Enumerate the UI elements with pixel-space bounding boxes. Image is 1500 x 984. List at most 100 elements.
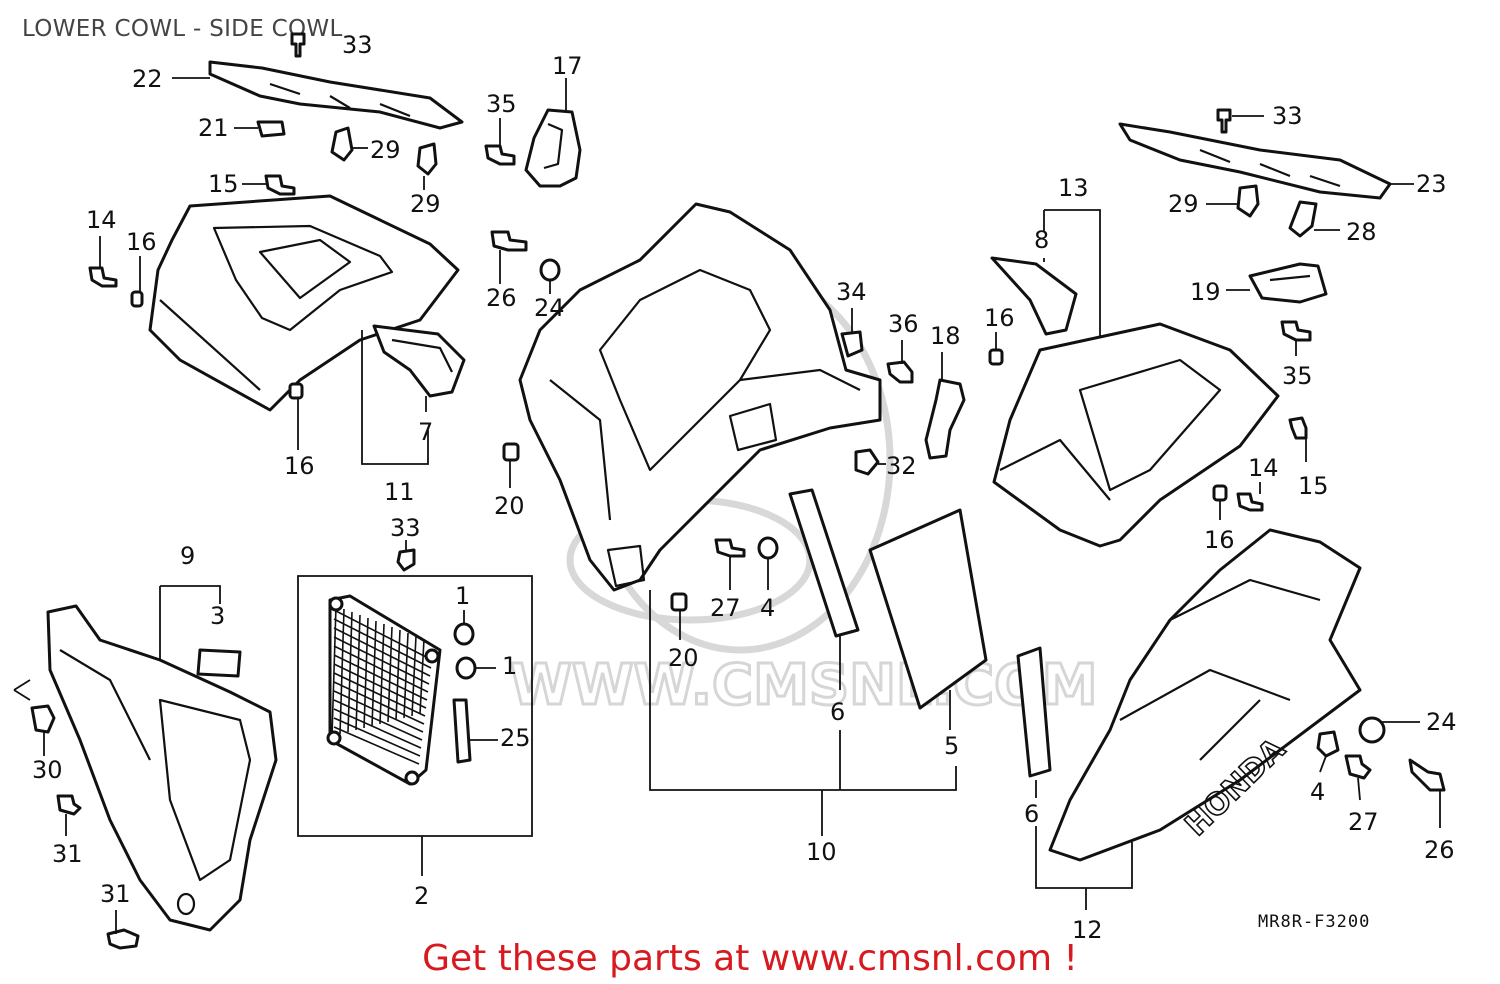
part-19-bracket[interactable] [1248, 262, 1328, 304]
callout-c53: 6 [1024, 800, 1039, 828]
grommet-1-a[interactable] [453, 622, 475, 646]
clip-32[interactable] [854, 448, 880, 476]
bolt-33-c[interactable] [396, 548, 416, 572]
nut-16-d[interactable] [1212, 484, 1228, 502]
callout-c6: 15 [208, 170, 239, 198]
part-8-duct[interactable] [990, 256, 1078, 336]
leader-lines [13, 77, 1441, 934]
bolt-33-b[interactable] [1216, 108, 1232, 134]
clip-21[interactable] [256, 120, 286, 138]
callout-c17: 33 [390, 514, 421, 542]
nut-20-b[interactable] [670, 592, 688, 612]
part-9-inner-cowl[interactable] [46, 604, 278, 932]
callout-c48: 16 [1204, 526, 1235, 554]
bolt-15-b[interactable] [1288, 416, 1308, 440]
callout-c27: 34 [836, 278, 867, 306]
part-6-strip-a[interactable] [788, 488, 860, 638]
callout-c35: 5 [944, 732, 959, 760]
callout-c5: 29 [410, 190, 441, 218]
callout-c46: 15 [1298, 472, 1329, 500]
callout-c12: 35 [486, 90, 517, 118]
nut-16-a[interactable] [130, 290, 144, 308]
callout-c40: 8 [1034, 226, 1049, 254]
callout-c4: 29 [370, 136, 401, 164]
diagram-code: MR8R-F3200 [1258, 912, 1371, 932]
part-10-lower-cowl[interactable] [518, 202, 882, 592]
callout-c25: 31 [52, 840, 83, 868]
callout-c52: 26 [1424, 836, 1455, 864]
clip-29-c[interactable] [1236, 184, 1260, 218]
callout-c39: 13 [1058, 174, 1089, 202]
callout-c30: 32 [886, 452, 917, 480]
grommet-4-b[interactable] [1316, 730, 1340, 758]
callout-c7: 14 [86, 206, 117, 234]
callout-c49: 24 [1426, 708, 1457, 736]
part-5-panel[interactable] [868, 508, 988, 710]
part-11-side-cowl[interactable] [148, 194, 460, 412]
callout-c38: 23 [1416, 170, 1447, 198]
callout-c15: 24 [534, 294, 565, 322]
part-6-strip-b[interactable] [1016, 646, 1052, 778]
callout-c34: 6 [830, 698, 845, 726]
callout-c31: 27 [710, 594, 741, 622]
bolt-27-b[interactable] [1344, 754, 1372, 780]
bolt-15-a[interactable] [264, 174, 296, 196]
callout-c36: 10 [806, 838, 837, 866]
screw-14-a[interactable] [88, 266, 118, 288]
bolt-27-a[interactable] [714, 538, 746, 558]
part-22-stay[interactable] [208, 60, 464, 130]
callout-c41: 29 [1168, 190, 1199, 218]
callout-c3: 21 [198, 114, 229, 142]
nut-16-c[interactable] [988, 348, 1004, 366]
part-23-stay[interactable] [1118, 122, 1392, 200]
nut-16-b[interactable] [288, 382, 304, 400]
watermark-text: WWW.CMSNL.COM [510, 653, 1097, 718]
callout-c45: 35 [1282, 362, 1313, 390]
part-17-bracket[interactable] [524, 108, 582, 188]
callout-c28: 36 [888, 310, 919, 338]
callout-c13: 17 [552, 52, 583, 80]
bolt-31-b[interactable] [106, 928, 140, 950]
callout-c16: 20 [494, 492, 525, 520]
bolt-36[interactable] [886, 360, 914, 384]
callout-c29: 18 [930, 322, 961, 350]
clip-28[interactable] [1288, 200, 1318, 238]
callout-c37: 33 [1272, 102, 1303, 130]
part-18-bracket[interactable] [924, 378, 966, 460]
callout-c2: 22 [132, 65, 163, 93]
callout-c9: 16 [284, 452, 315, 480]
callout-c51: 27 [1348, 808, 1379, 836]
grommet-4-a[interactable] [757, 536, 779, 560]
bolt-35-a[interactable] [484, 144, 516, 166]
part-7-duct[interactable] [372, 324, 466, 398]
part-2-mesh-grille[interactable] [326, 594, 442, 786]
shop-link-banner[interactable]: Get these parts at www.cmsnl.com ! [422, 938, 1078, 979]
grommet-24-a[interactable] [539, 258, 561, 282]
callout-c43: 19 [1190, 278, 1221, 306]
bolt-31-a[interactable] [56, 794, 82, 816]
grommet-1-b[interactable] [455, 656, 477, 680]
callout-c54: 12 [1072, 916, 1103, 944]
clip-29-a[interactable] [330, 126, 354, 162]
bolt-30[interactable] [30, 704, 56, 734]
page-title: LOWER COWL - SIDE COWL [22, 16, 343, 42]
callout-c20: 1 [455, 582, 470, 610]
bolt-26-a[interactable] [490, 230, 528, 252]
part-3-pad[interactable] [196, 648, 242, 678]
part-13-side-cowl[interactable] [992, 322, 1280, 548]
bolt-26-b[interactable] [1408, 758, 1446, 792]
callout-c44: 16 [984, 304, 1015, 332]
bolt-33-a[interactable] [290, 32, 306, 58]
bolt-35-b[interactable] [1280, 320, 1312, 342]
screw-14-b[interactable] [1236, 492, 1264, 512]
clip-34[interactable] [840, 330, 864, 358]
callout-c47: 14 [1248, 454, 1279, 482]
grommet-24-b[interactable] [1358, 716, 1386, 744]
callout-c42: 28 [1346, 218, 1377, 246]
part-25-strip[interactable] [452, 698, 472, 764]
callout-c18: 9 [180, 542, 195, 570]
nut-20-a[interactable] [502, 442, 520, 462]
clip-29-b[interactable] [416, 142, 438, 176]
